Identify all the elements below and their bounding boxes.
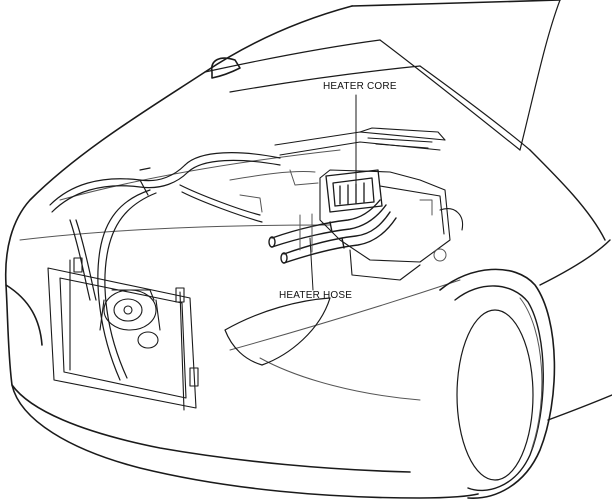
headlight [224, 297, 331, 366]
front-wheel [439, 268, 556, 499]
ac-compressor [99, 289, 161, 349]
heater-hose-label: HEATER HOSE [279, 290, 353, 301]
leader-lines [309, 94, 357, 291]
heater-hoses [268, 199, 397, 264]
windshield [204, 0, 561, 151]
side-mirror [210, 57, 241, 79]
car-body-outline [4, 0, 561, 499]
heater-core-label: HEATER CORE [323, 81, 397, 92]
heater-core [325, 169, 383, 213]
body-side [529, 149, 612, 421]
cowl [274, 127, 446, 156]
hood-lines [19, 149, 461, 401]
engine-details [229, 169, 447, 262]
radiator [47, 257, 199, 411]
heater-hose-leader [309, 237, 314, 291]
ac-pipes [49, 152, 281, 381]
